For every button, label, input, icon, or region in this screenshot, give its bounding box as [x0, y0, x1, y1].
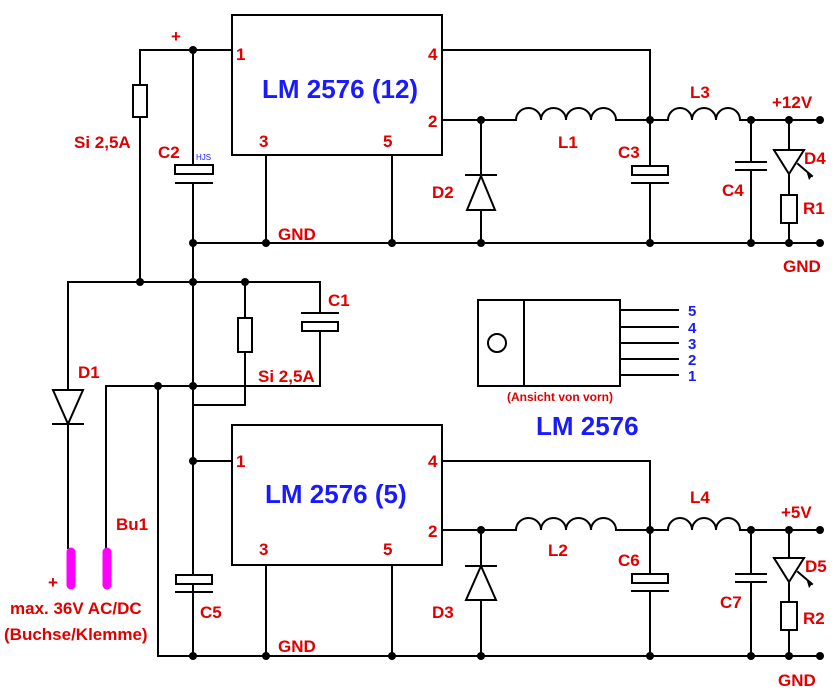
d3-diode	[464, 563, 498, 601]
fuse-mid-label: Si 2,5A	[258, 367, 315, 386]
input-plus-label: +	[48, 573, 58, 592]
l4-label: L4	[690, 488, 710, 507]
l2-inductor	[514, 517, 618, 532]
d2-label: D2	[432, 183, 454, 202]
d5-led	[772, 557, 806, 584]
package-caption: (Ansicht von vorn)	[507, 390, 613, 404]
ic-top-pin1: 1	[236, 45, 245, 64]
c5-capacitor	[175, 574, 213, 585]
package-pin-5: 5	[688, 303, 696, 320]
l1-label: L1	[558, 133, 578, 152]
package-pin-3: 3	[688, 336, 696, 353]
d5-label: D5	[805, 557, 827, 576]
l4-inductor	[666, 517, 742, 532]
l1-inductor	[514, 107, 618, 122]
top-regulator: LM 2576 (12) 1 4 2 3 5	[231, 14, 443, 156]
r1-label: R1	[803, 199, 825, 218]
package-name: LM 2576	[536, 411, 639, 441]
c3-capacitor	[631, 165, 669, 176]
c5-label: C5	[200, 603, 222, 622]
ic-bottom-pin2: 2	[428, 522, 437, 541]
gnd-top-right-label: GND	[783, 257, 821, 276]
d3-label: D3	[432, 603, 454, 622]
ic-top-pin3: 3	[259, 132, 268, 151]
plus-top-label: +	[171, 27, 181, 46]
gnd-bottom-right-label: GND	[778, 671, 816, 690]
gnd-top-label: GND	[278, 225, 316, 244]
r2-resistor	[780, 601, 798, 631]
c2-label: C2	[158, 143, 180, 162]
package-pin-1: 1	[688, 368, 696, 385]
top-output-section: D2 L1 C3 L3 +12V C4 D4	[432, 49, 826, 247]
ic-bottom-pin4: 4	[428, 452, 438, 471]
out-5v-label: +5V	[781, 503, 812, 522]
l3-label: L3	[690, 83, 710, 102]
c6-capacitor	[631, 573, 669, 584]
ic-bottom-pin5: 5	[383, 540, 392, 559]
c3-label: C3	[618, 143, 640, 162]
ic-top-pin4: 4	[428, 45, 438, 64]
c2-capacitor	[174, 164, 214, 175]
c7-label: C7	[720, 593, 742, 612]
c1-capacitor	[301, 321, 339, 332]
d1-diode	[51, 389, 85, 427]
l2-label: L2	[548, 541, 568, 560]
gnd-bottom-label: GND	[278, 637, 316, 656]
ic-top-pin5: 5	[383, 132, 392, 151]
package-body	[523, 299, 621, 387]
l3-inductor	[666, 107, 742, 122]
bottom-input-wiring: C5	[175, 404, 233, 657]
c4-label: C4	[722, 181, 744, 200]
ic-top-pin2: 2	[428, 112, 437, 131]
r1-resistor	[780, 194, 798, 224]
package-pin-2: 2	[688, 352, 696, 369]
c6-label: C6	[618, 551, 640, 570]
r2-label: R2	[803, 609, 825, 628]
ic-top-body	[231, 14, 443, 156]
out-12v-label: +12V	[772, 93, 813, 112]
ic-bottom-name: LM 2576 (5)	[265, 479, 407, 509]
c2-mark: HJS	[196, 153, 211, 162]
package-hole	[487, 333, 507, 353]
ic-bottom-pin3: 3	[259, 540, 268, 559]
bu1-label: Bu1	[116, 515, 148, 534]
top-gnd-rail: GND GND	[189, 154, 824, 276]
top-input-wiring: + Si 2,5A C2 HJS	[74, 27, 233, 649]
package-view: 5 4 3 2 1 (Ansicht von vorn) LM 2576	[477, 299, 697, 441]
d4-label: D4	[804, 149, 826, 168]
input-socket-label: (Buchse/Klemme)	[4, 625, 148, 644]
package-pin-4: 4	[688, 320, 697, 337]
d4-led	[772, 149, 806, 176]
bottom-gnd-rail: GND GND	[157, 564, 824, 690]
bottom-regulator: LM 2576 (5) 1 4 2 3 5	[231, 424, 443, 566]
c1-label: C1	[328, 291, 350, 310]
input-voltage-label: max. 36V AC/DC	[10, 599, 142, 618]
bottom-output-section: D3 L2 C6 L4 +5V C7 D5	[432, 460, 827, 660]
fuse-mid	[237, 317, 253, 353]
ic-bottom-body	[231, 424, 443, 566]
d1-label: D1	[78, 363, 100, 382]
fuse-top	[132, 84, 148, 118]
fuse-top-label: Si 2,5A	[74, 133, 131, 152]
ic-top-name: LM 2576 (12)	[262, 74, 418, 104]
input-section: D1 C1 Si 2,5A Bu1 + max. 36V AC/DC (Buch…	[4, 278, 350, 657]
ic-bottom-pin1: 1	[236, 452, 245, 471]
d2-diode	[465, 173, 497, 211]
